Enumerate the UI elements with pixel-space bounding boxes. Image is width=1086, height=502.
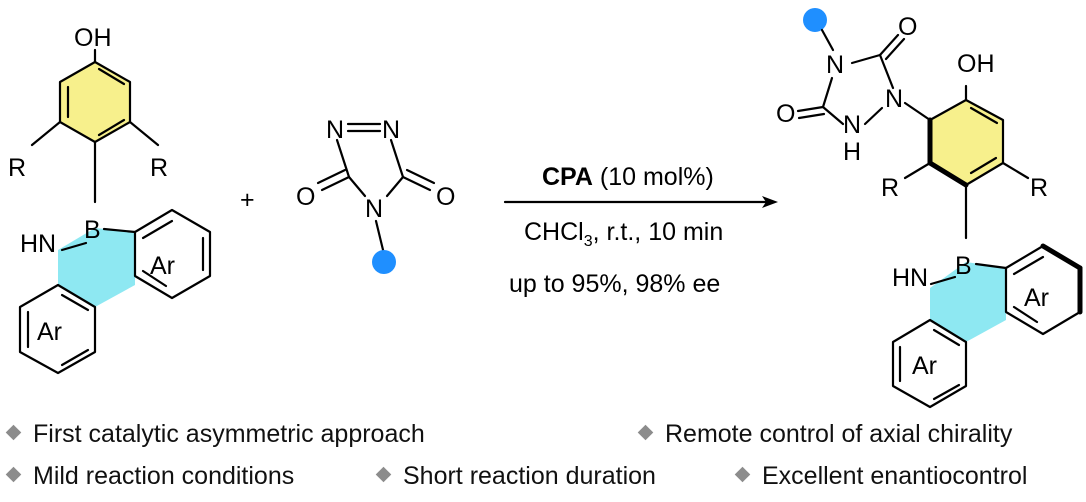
diamond-bullet-icon [5, 466, 22, 483]
highlight-text: Short reaction duration [403, 462, 656, 490]
n2-label: N [382, 116, 400, 144]
solvent-rest: , r.t., 10 min [593, 218, 724, 246]
reaction-scheme: OH R R B HN Ar Ar + N N [8, 8, 1083, 409]
reactant-2: N N N O O [296, 116, 455, 274]
product-r-right-label: R [1030, 174, 1048, 202]
ar-lower-label: Ar [37, 318, 62, 346]
highlight-text: Excellent enantiocontrol [762, 462, 1028, 490]
arrow-head [762, 196, 778, 208]
diamond-bullet-icon [734, 466, 751, 483]
highlight-text: Mild reaction conditions [33, 462, 295, 490]
boron-label: B [84, 216, 101, 244]
product: N O O N H N OH R R [776, 8, 1083, 409]
n1-label: N [326, 116, 344, 144]
diamond-bullet-icon [5, 424, 22, 441]
product-o-top-label: O [898, 13, 917, 41]
r-left-label: R [8, 154, 26, 182]
phenol-ring-fill [60, 62, 130, 142]
hn-label: HN [20, 230, 56, 258]
reactant-1: OH R R B HN Ar Ar [8, 24, 212, 375]
highlight-item: Excellent enantiocontrol [734, 462, 1028, 491]
highlights: First catalytic asymmetric approach Remo… [0, 412, 1086, 502]
product-o-left-label: O [776, 100, 795, 128]
bn-ring-fill [58, 228, 135, 307]
product-n-right-label: N [885, 85, 903, 113]
diamond-bullet-icon [375, 466, 392, 483]
ar-upper-label: Ar [150, 252, 175, 280]
reaction-arrow-group: CPA (10 mol%) CHCl3, r.t., 10 min up to … [503, 163, 778, 298]
yield-label: up to 95%, 98% ee [509, 270, 720, 298]
hydroxyl-label: OH [74, 24, 112, 52]
product-nh-n-label: N [843, 111, 861, 139]
product-substituent-dot [803, 8, 827, 32]
o-left-label: O [296, 183, 315, 211]
o-right-label: O [436, 183, 455, 211]
diamond-bullet-icon [637, 424, 654, 441]
highlight-text: Remote control of axial chirality [665, 420, 1013, 448]
product-hn-label: HN [892, 264, 928, 292]
catalyst-name: CPA [542, 163, 593, 191]
solvent-sub: 3 [584, 233, 593, 250]
highlight-item: Remote control of axial chirality [637, 420, 1013, 449]
n4-label: N [365, 195, 383, 223]
product-ar-lower-label: Ar [912, 352, 937, 380]
highlight-item: Short reaction duration [375, 462, 656, 491]
catalyst-label: CPA (10 mol%) [542, 163, 714, 191]
product-ar-upper-label: Ar [1024, 284, 1049, 312]
highlight-item: First catalytic asymmetric approach [5, 420, 425, 449]
product-r-left-label: R [881, 174, 899, 202]
product-bn-ring-fill [930, 262, 1006, 342]
product-boron-label: B [955, 252, 972, 280]
product-hydroxyl-label: OH [957, 50, 995, 78]
product-nh-h-label: H [843, 138, 861, 166]
highlight-item: Mild reaction conditions [5, 462, 295, 491]
plus-sign: + [240, 186, 255, 214]
n-substituent-dot [372, 250, 396, 274]
highlight-text: First catalytic asymmetric approach [33, 420, 425, 448]
product-n-top-label: N [826, 51, 844, 79]
r-right-label: R [150, 154, 168, 182]
catalyst-loading: (10 mol%) [593, 163, 714, 191]
solvent-main: CHCl [524, 218, 584, 246]
solvent-label: CHCl3, r.t., 10 min [524, 218, 723, 250]
